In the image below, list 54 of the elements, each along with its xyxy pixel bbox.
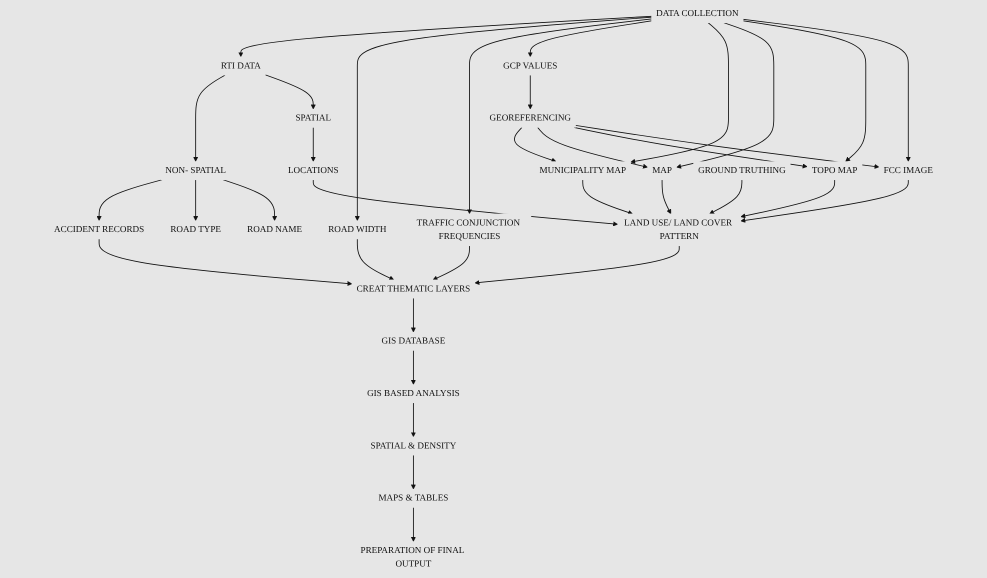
arrow: [222, 179, 278, 221]
arrow: [630, 22, 729, 164]
node-text: GIS BASED ANALYSIS: [367, 388, 460, 398]
node-text: DATA COLLECTION: [656, 8, 739, 18]
node-text: ROAD NAME: [247, 224, 302, 234]
node-text: MAPS & TABLES: [378, 493, 448, 503]
node-text: FCC IMAGE: [884, 166, 933, 176]
arrow: [574, 127, 808, 168]
node-text: GEOREFERENCING: [490, 113, 571, 123]
arrow: [432, 245, 470, 280]
node-text: SPATIAL & DENSITY: [370, 440, 456, 451]
arrow: [410, 298, 416, 332]
arrow: [514, 127, 556, 162]
node-text: SPATIAL: [295, 113, 332, 123]
arrow: [528, 74, 533, 110]
arrow: [264, 74, 316, 110]
node-text: MAP: [652, 166, 672, 176]
arrow: [742, 18, 911, 162]
arrow: [709, 179, 742, 214]
arrow: [575, 124, 880, 169]
arrow: [193, 74, 226, 162]
node-text: ROAD WIDTH: [328, 224, 386, 234]
node-text: RTI DATA: [220, 60, 261, 71]
arrow: [98, 238, 352, 286]
arrow: [740, 179, 909, 223]
arrow: [96, 179, 162, 221]
node-text: GIS DATABASE: [382, 336, 446, 346]
node-text: LOCATIONS: [288, 166, 339, 176]
node-text: PREPARATION OF FINAL OUTPUT: [360, 546, 464, 569]
arrow: [537, 127, 648, 169]
arrow: [740, 179, 836, 218]
arrow: [410, 454, 416, 490]
node-text: GCP VALUES: [503, 60, 558, 71]
arrow: [528, 20, 652, 58]
arrow: [193, 179, 198, 221]
node-text: NON- SPATIAL: [165, 166, 226, 176]
node-text: ACCIDENT RECORDS: [54, 224, 144, 234]
node-text: CREAT THEMATIC LAYERS: [356, 284, 470, 294]
arrow: [662, 179, 672, 214]
node-text: ROAD TYPE: [170, 224, 221, 234]
node-text: LAND USE/ LAND COVER PATTERN: [624, 218, 732, 242]
arrow: [474, 245, 680, 285]
arrow: [354, 16, 652, 221]
arrow: [676, 22, 774, 169]
arrow: [410, 350, 416, 385]
arrow: [410, 507, 416, 542]
arrow: [582, 179, 633, 215]
arrow: [310, 127, 316, 162]
arrow: [467, 18, 652, 214]
arrow: [410, 402, 416, 438]
arrow: [356, 238, 394, 280]
arrow: [312, 179, 618, 226]
arrow: [238, 16, 652, 58]
arrow: [742, 20, 866, 162]
